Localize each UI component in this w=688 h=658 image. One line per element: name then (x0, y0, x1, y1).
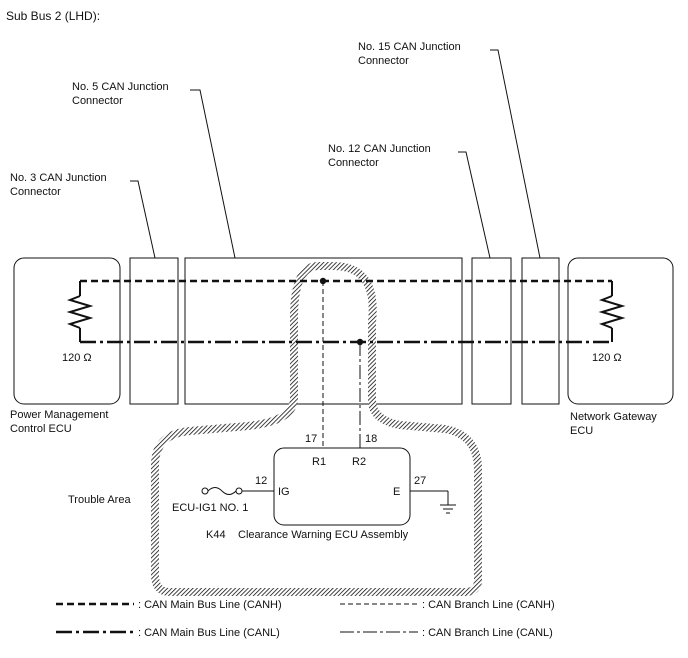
left-resistor-value: 120 Ω (62, 352, 92, 364)
pin-r1-label: R1 (312, 456, 326, 468)
clearance-ecu-name: Clearance Warning ECU Assembly (238, 529, 409, 541)
svg-text:Control ECU: Control ECU (10, 423, 72, 435)
svg-text:Connector: Connector (328, 157, 379, 169)
right-resistor-value: 120 Ω (592, 352, 622, 364)
svg-text:Connector: Connector (72, 95, 123, 107)
pin-r2-label: R2 (352, 456, 366, 468)
pin-27-number: 27 (414, 475, 426, 487)
svg-text:ECU: ECU (570, 425, 593, 437)
no3-connector-label: No. 3 CAN Junction Connector (10, 172, 107, 198)
svg-text:No. 5 CAN Junction: No. 5 CAN Junction (72, 81, 169, 93)
no15-connector-label: No. 15 CAN Junction Connector (358, 41, 461, 67)
svg-text:No. 15 CAN Junction: No. 15 CAN Junction (358, 41, 461, 53)
svg-text:Connector: Connector (10, 186, 61, 198)
legend-branch-canl-label: : CAN Branch Line (CANL) (422, 627, 553, 639)
left-terminator-resistor-icon (66, 281, 94, 342)
legend: : CAN Main Bus Line (CANH) : CAN Branch … (56, 599, 555, 639)
power-management-ecu-box (13, 257, 121, 405)
svg-text:Connector: Connector (358, 55, 409, 67)
fuse-label: ECU-IG1 NO. 1 (172, 502, 248, 514)
svg-text:No. 12 CAN Junction: No. 12 CAN Junction (328, 143, 431, 155)
trouble-area-outline (151, 262, 482, 596)
network-gateway-ecu-label: Network Gateway ECU (570, 411, 657, 437)
pin-12-number: 12 (255, 475, 267, 487)
leader-lines (130, 49, 541, 259)
ground-icon (410, 490, 456, 514)
svg-text:No. 3 CAN Junction: No. 3 CAN Junction (10, 172, 107, 184)
no3-junction-connector-box (129, 257, 179, 405)
pin-ig-label: IG (278, 486, 290, 498)
legend-main-canl-label: : CAN Main Bus Line (CANL) (138, 627, 280, 639)
clearance-warning-ecu-box (273, 447, 411, 526)
diagram-title: Sub Bus 2 (LHD): (6, 9, 100, 23)
right-terminator-resistor-icon (598, 281, 626, 342)
pin-17-number: 17 (305, 433, 317, 445)
no12-leader-line (458, 151, 491, 259)
trouble-area-label: Trouble Area (68, 494, 131, 506)
no15-junction-connector-box (521, 257, 560, 405)
no5-leader-line (190, 89, 236, 259)
fuse-icon (201, 487, 274, 495)
network-gateway-ecu-box (567, 257, 674, 405)
no3-leader-line (130, 180, 156, 259)
svg-text:Network Gateway: Network Gateway (570, 411, 657, 423)
no12-connector-label: No. 12 CAN Junction Connector (328, 143, 431, 169)
legend-main-canh-label: : CAN Main Bus Line (CANH) (138, 599, 282, 611)
connector-code: K44 (206, 529, 226, 541)
pin-e-label: E (393, 486, 400, 498)
legend-branch-canh-label: : CAN Branch Line (CANH) (422, 599, 555, 611)
svg-text:Power Management: Power Management (10, 409, 108, 421)
pin-18-number: 18 (365, 433, 377, 445)
no5-connector-label: No. 5 CAN Junction Connector (72, 81, 169, 107)
no15-leader-line (490, 49, 541, 259)
no12-junction-connector-box (471, 257, 512, 405)
power-management-ecu-label: Power Management Control ECU (10, 409, 108, 435)
